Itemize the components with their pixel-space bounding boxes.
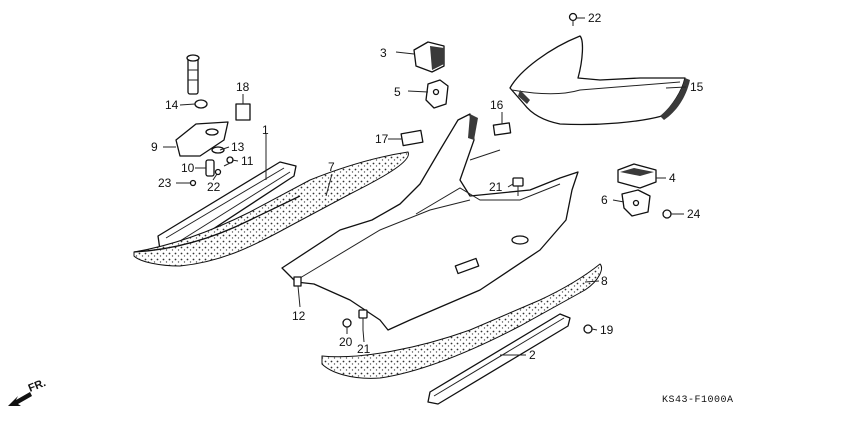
part-22-screw-top — [568, 12, 578, 26]
part-11-screw — [223, 156, 234, 167]
front-label: FR. — [27, 377, 48, 395]
callout-11: 11 — [241, 154, 254, 168]
front-arrow-icon — [8, 392, 32, 406]
part-3-clip — [413, 41, 445, 73]
part-17-label — [400, 129, 424, 147]
callouts: 22 3 5 15 16 17 18 14 9 13 1 10 11 22 23… — [151, 11, 704, 362]
part-21-bolt-lower — [358, 309, 368, 330]
callout-15: 15 — [690, 80, 704, 94]
callout-19: 19 — [600, 323, 614, 337]
part-7-floor-side-left — [133, 151, 409, 267]
part-13-washer — [211, 146, 225, 154]
callout-18: 18 — [236, 80, 250, 94]
callout-17: 17 — [375, 132, 389, 146]
callout-24: 24 — [687, 207, 701, 221]
callout-23: 23 — [158, 176, 172, 190]
part-16-label — [492, 122, 512, 136]
front-direction-indicator: FR. — [8, 377, 48, 406]
part-20-cap — [342, 318, 352, 328]
part-12-clip — [293, 276, 302, 287]
callout-9: 9 — [151, 140, 158, 154]
callout-5: 5 — [394, 85, 401, 99]
callout-22-left: 22 — [207, 180, 221, 194]
callout-4: 4 — [669, 171, 676, 185]
part-19-bolt — [583, 324, 593, 334]
part-22-screw-left — [214, 168, 222, 176]
part-9-lid — [175, 121, 229, 157]
callout-21-lower: 21 — [357, 342, 371, 356]
callout-13: 13 — [231, 140, 245, 154]
floor-panel-center — [281, 113, 579, 331]
callout-10: 10 — [181, 161, 195, 175]
callout-21-upper: 21 — [489, 180, 503, 194]
part-18-label — [235, 103, 251, 121]
diagram-code: KS43-F1000A — [662, 395, 734, 406]
part-6-bracket — [621, 189, 651, 217]
callout-1: 1 — [262, 123, 269, 137]
part-21-bolt-upper — [512, 177, 524, 196]
part-8-floor-side-right — [321, 263, 602, 379]
callout-3: 3 — [380, 46, 387, 60]
callout-20: 20 — [339, 335, 353, 349]
part-2-side-rail-right — [427, 313, 571, 405]
callout-7: 7 — [328, 160, 335, 174]
callout-14: 14 — [165, 98, 179, 112]
part-10-spring — [205, 159, 215, 177]
part-23-screw — [189, 179, 197, 187]
part-5-bracket — [425, 79, 449, 109]
callout-16: 16 — [490, 98, 504, 112]
part-15-rear-cover — [509, 35, 690, 126]
callout-12: 12 — [292, 309, 306, 323]
callout-8: 8 — [601, 274, 608, 288]
callout-2: 2 — [529, 348, 536, 362]
callout-22: 22 — [588, 11, 602, 25]
part-14-key-cylinder — [186, 54, 208, 109]
leader-lines — [163, 17, 687, 356]
part-24-bolt — [662, 209, 672, 219]
callout-6: 6 — [601, 193, 608, 207]
part-4-lock-block — [617, 163, 657, 189]
